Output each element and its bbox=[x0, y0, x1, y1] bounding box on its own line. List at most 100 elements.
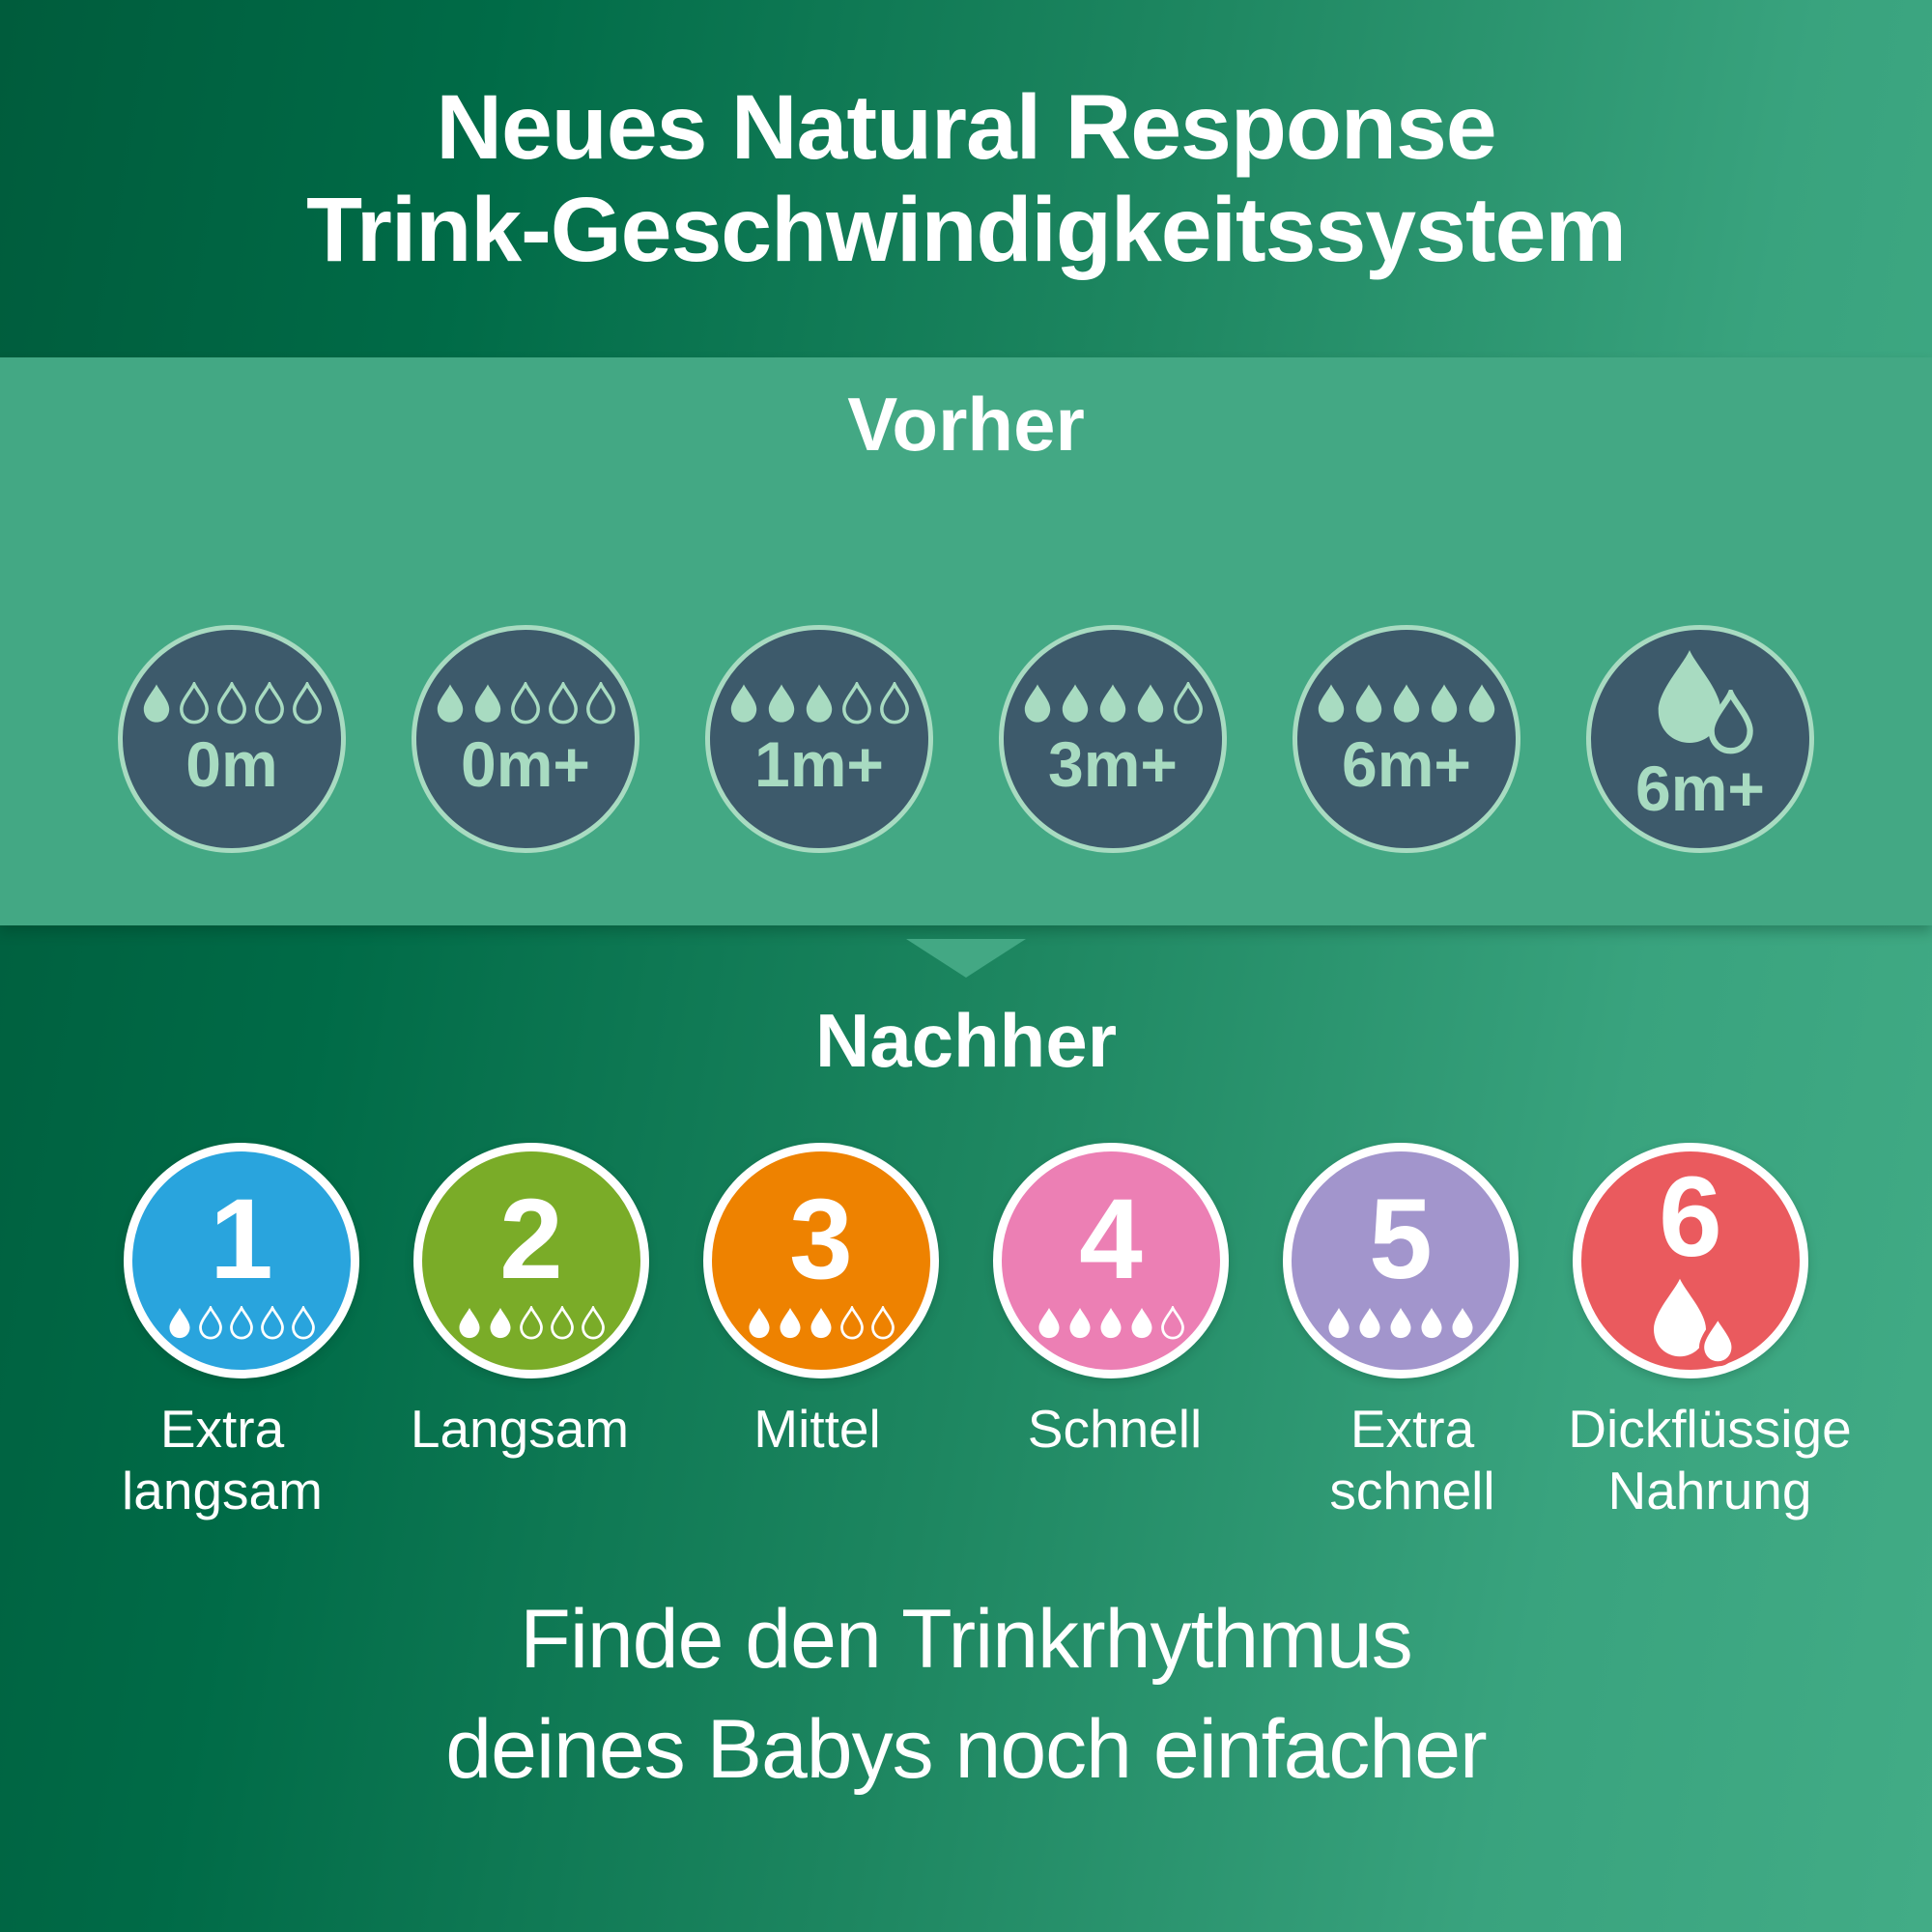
footer-line1: Finde den Trinkrhythmus bbox=[520, 1593, 1412, 1686]
drop-filled-icon bbox=[806, 684, 833, 723]
drop-outline-icon bbox=[230, 1305, 253, 1340]
flow-circle-3: 3 bbox=[703, 1143, 939, 1378]
before-circle-2: 0m+ bbox=[412, 625, 639, 853]
flow-circle-6: 6 bbox=[1573, 1143, 1808, 1378]
drop-filled-icon bbox=[1355, 684, 1382, 723]
drop-filled-icon bbox=[437, 684, 464, 723]
drop-filled-icon bbox=[169, 1307, 190, 1338]
drop-filled-icon bbox=[1431, 684, 1458, 723]
after-circle-row: 1 2 3 4 5 6 bbox=[0, 1143, 1932, 1378]
drop-outline-icon bbox=[582, 1305, 605, 1340]
drop-outline-icon bbox=[511, 682, 540, 724]
drops-scale bbox=[1325, 1306, 1476, 1340]
before-circle-6: 6m+ bbox=[1586, 625, 1814, 853]
drop-filled-icon bbox=[1038, 1307, 1060, 1338]
drop-filled-icon bbox=[1359, 1307, 1380, 1338]
drop-outline-icon bbox=[586, 682, 615, 724]
drop-outline-icon bbox=[880, 682, 909, 724]
before-circle-1: 0m bbox=[118, 625, 346, 853]
drop-filled-icon bbox=[768, 684, 795, 723]
drops-scale bbox=[1314, 682, 1499, 724]
drop-outline-icon bbox=[551, 1305, 574, 1340]
small-drop-icon bbox=[1708, 690, 1753, 754]
drop-filled-icon bbox=[1393, 684, 1420, 723]
flow-circle-1: 1 bbox=[124, 1143, 359, 1378]
drops-scale bbox=[1036, 1305, 1186, 1340]
before-circle-5: 6m+ bbox=[1293, 625, 1520, 853]
drop-filled-icon bbox=[490, 1307, 511, 1338]
flow-number: 6 bbox=[1659, 1153, 1722, 1281]
drop-filled-icon bbox=[474, 684, 501, 723]
drops-scale bbox=[456, 1305, 607, 1340]
before-age-label: 6m+ bbox=[1342, 728, 1471, 800]
footer-text: Finde den Trinkrhythmus deines Babys noch… bbox=[0, 1584, 1932, 1805]
drop-filled-icon bbox=[1099, 684, 1126, 723]
drop-outline-icon bbox=[871, 1305, 895, 1340]
flow-number: 3 bbox=[789, 1175, 853, 1303]
drop-outline-icon bbox=[520, 1305, 543, 1340]
flow-label-3: Mittel bbox=[753, 1399, 881, 1459]
thick-feed-drop-icon bbox=[1648, 644, 1753, 754]
page-title-line2: Trink-Geschwindigkeitssystem bbox=[306, 179, 1627, 281]
drop-outline-icon bbox=[217, 682, 246, 724]
small-drop-icon bbox=[1699, 1313, 1738, 1367]
drop-outline-icon bbox=[255, 682, 284, 724]
drop-outline-icon bbox=[292, 1305, 315, 1340]
flow-number: 5 bbox=[1369, 1175, 1433, 1303]
before-heading: Vorher bbox=[847, 382, 1085, 467]
drop-filled-icon bbox=[1452, 1307, 1473, 1338]
before-circle-4: 3m+ bbox=[999, 625, 1227, 853]
drop-filled-icon bbox=[1100, 1307, 1122, 1338]
drop-filled-icon bbox=[810, 1307, 832, 1338]
drops-scale bbox=[166, 1305, 317, 1340]
thick-feed-drop-icon bbox=[1645, 1274, 1738, 1367]
before-age-label: 0m bbox=[185, 728, 278, 800]
drop-outline-icon bbox=[1174, 682, 1203, 724]
before-age-label: 6m+ bbox=[1635, 753, 1765, 824]
drop-filled-icon bbox=[1318, 684, 1345, 723]
drop-filled-icon bbox=[730, 684, 757, 723]
drop-filled-icon bbox=[1069, 1307, 1091, 1338]
after-heading: Nachher bbox=[814, 998, 1118, 1083]
page-title-line1: Neues Natural Response bbox=[436, 75, 1496, 179]
drop-filled-icon bbox=[749, 1307, 770, 1338]
before-circle-row: 0m 0m+ 1m+ 3m+ 6m+ 6m+ bbox=[0, 625, 1932, 853]
flow-circle-2: 2 bbox=[413, 1143, 649, 1378]
drops-scale bbox=[1020, 682, 1206, 724]
arrow-down-icon bbox=[906, 939, 1026, 978]
drop-filled-icon bbox=[1062, 684, 1089, 723]
drop-filled-icon bbox=[1390, 1307, 1411, 1338]
drop-filled-icon bbox=[1328, 1307, 1350, 1338]
drops-scale bbox=[726, 682, 912, 724]
drop-outline-icon bbox=[261, 1305, 284, 1340]
drop-outline-icon bbox=[199, 1305, 222, 1340]
flow-number: 2 bbox=[499, 1175, 563, 1303]
drop-filled-icon bbox=[459, 1307, 480, 1338]
flow-label-4: Schnell bbox=[1027, 1399, 1203, 1459]
drops-scale bbox=[139, 682, 325, 724]
drop-outline-icon bbox=[549, 682, 578, 724]
drops-scale bbox=[433, 682, 618, 724]
drop-filled-icon bbox=[143, 684, 170, 723]
drop-outline-icon bbox=[840, 1305, 864, 1340]
before-age-label: 1m+ bbox=[754, 728, 884, 800]
drop-outline-icon bbox=[293, 682, 322, 724]
drop-outline-icon bbox=[1161, 1305, 1184, 1340]
before-age-label: 0m+ bbox=[461, 728, 590, 800]
drop-filled-icon bbox=[1468, 684, 1495, 723]
flow-circle-4: 4 bbox=[993, 1143, 1229, 1378]
flow-label-2: Langsam bbox=[410, 1399, 630, 1459]
drop-filled-icon bbox=[1024, 684, 1051, 723]
drops-scale bbox=[746, 1305, 896, 1340]
flow-number: 4 bbox=[1079, 1175, 1143, 1303]
drop-filled-icon bbox=[780, 1307, 801, 1338]
before-age-label: 3m+ bbox=[1048, 728, 1178, 800]
footer-line2: deines Babys noch einfacher bbox=[445, 1703, 1487, 1797]
before-circle-3: 1m+ bbox=[705, 625, 933, 853]
drop-filled-icon bbox=[1131, 1307, 1152, 1338]
